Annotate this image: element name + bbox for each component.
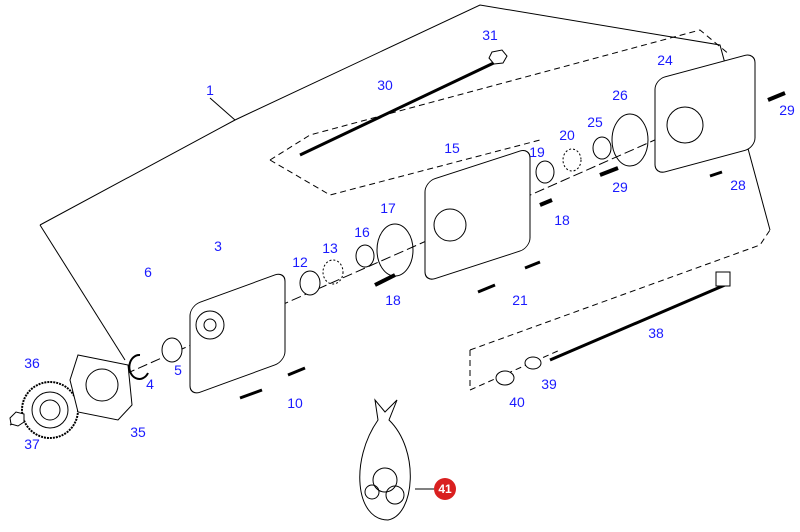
callout-5[interactable]: 5 xyxy=(174,362,182,378)
callout-26[interactable]: 26 xyxy=(612,87,628,103)
callout-31[interactable]: 31 xyxy=(482,27,498,43)
callout-41-highlighted[interactable]: 41 xyxy=(434,478,456,500)
gear-36 xyxy=(21,381,79,439)
callout-15[interactable]: 15 xyxy=(444,140,460,156)
callout-16[interactable]: 16 xyxy=(354,224,370,240)
pump-15 xyxy=(424,150,531,280)
callout-6[interactable]: 6 xyxy=(144,264,152,280)
tie-rod-30 xyxy=(299,58,501,157)
o-ring-17 xyxy=(376,223,414,277)
callout-4[interactable]: 4 xyxy=(146,376,154,392)
snap-ring-4 xyxy=(128,353,149,380)
callout-40[interactable]: 40 xyxy=(509,394,525,410)
nut-31 xyxy=(488,49,508,65)
gasket-35 xyxy=(69,354,133,421)
callout-29[interactable]: 29 xyxy=(779,102,795,118)
bolt-38 xyxy=(549,283,726,362)
callout-10[interactable]: 10 xyxy=(287,395,303,411)
dashed-group-outline xyxy=(269,29,731,161)
callout-19[interactable]: 19 xyxy=(529,144,545,160)
nut-37 xyxy=(9,411,25,427)
callout-25[interactable]: 25 xyxy=(587,114,603,130)
callout-12[interactable]: 12 xyxy=(292,254,308,270)
o-ring-26 xyxy=(611,113,649,167)
callout-30[interactable]: 30 xyxy=(377,77,393,93)
callout-35[interactable]: 35 xyxy=(130,424,146,440)
callout-24[interactable]: 24 xyxy=(657,52,673,68)
pump-3 xyxy=(189,273,286,394)
callout-17[interactable]: 17 xyxy=(380,200,396,216)
callout-1[interactable]: 1 xyxy=(206,82,214,98)
seal-5 xyxy=(161,337,183,363)
callout-37[interactable]: 37 xyxy=(24,436,40,452)
callout-29b[interactable]: 29 xyxy=(612,179,628,195)
callout-20[interactable]: 20 xyxy=(559,127,575,143)
callout-3[interactable]: 3 xyxy=(214,238,222,254)
callout-18[interactable]: 18 xyxy=(554,212,570,228)
pump-24 xyxy=(654,54,756,173)
callout-28[interactable]: 28 xyxy=(730,177,746,193)
bag-41 xyxy=(359,398,411,521)
callout-18b[interactable]: 18 xyxy=(385,292,401,308)
callout-39[interactable]: 39 xyxy=(541,376,557,392)
callout-38[interactable]: 38 xyxy=(648,325,664,341)
callout-21[interactable]: 21 xyxy=(512,292,528,308)
callout-36[interactable]: 36 xyxy=(24,355,40,371)
callout-13[interactable]: 13 xyxy=(322,240,338,256)
